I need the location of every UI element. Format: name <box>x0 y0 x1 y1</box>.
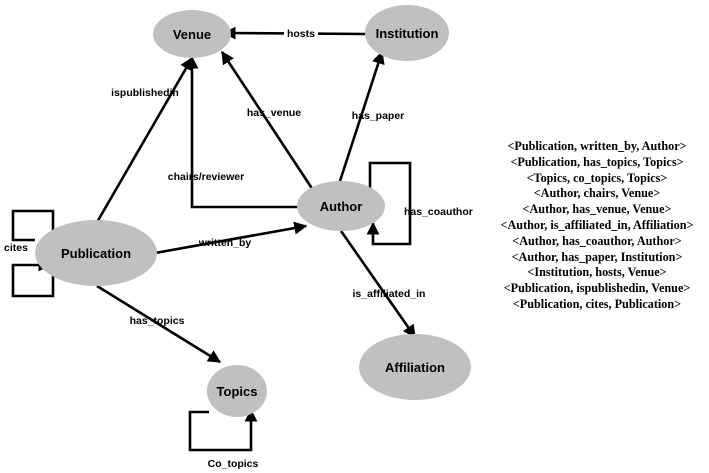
edge-has-paper <box>338 50 385 182</box>
triple-item: <Author, has_coauthor, Author> <box>512 233 682 248</box>
node-label-institution: Institution <box>376 26 439 41</box>
edge-label-has-coauthor: has_coauthor <box>404 206 473 218</box>
edge-label-has-venue: has_venue <box>247 107 301 119</box>
node-label-topics: Topics <box>217 384 258 399</box>
edge-label-ispublishedin: ispublishedin <box>111 87 179 99</box>
node-publication <box>35 220 157 286</box>
edge-co-topics-loop <box>188 408 258 452</box>
edge-label-hosts: hosts <box>287 28 315 40</box>
node-label-affiliation: Affiliation <box>385 360 445 375</box>
triple-item: <Publication, written_by, Author> <box>507 139 687 153</box>
edge-is-affiliated-in <box>339 230 417 339</box>
node-label-publication: Publication <box>61 246 131 261</box>
node-venue <box>153 10 231 58</box>
triple-list: <Publication, written_by, Author><Public… <box>478 139 709 313</box>
edge-has-venue <box>220 50 315 191</box>
triple-item: <Publication, ispublishedin, Venue> <box>503 281 691 296</box>
edge-label-written-by: written_by <box>198 237 252 249</box>
triple-item: <Author, chairs, Venue> <box>533 186 661 201</box>
node-affiliation <box>359 334 471 400</box>
node-author <box>297 181 385 231</box>
node-topics <box>207 365 267 417</box>
hosts-label-bg <box>284 26 318 41</box>
edge-written-by <box>154 221 308 255</box>
node-institution <box>365 5 449 61</box>
triple-item: <Publication, has_topics, Topics> <box>510 154 684 169</box>
triple-item: <Institution, hosts, Venue> <box>527 265 667 280</box>
edge-label-cites: cites <box>4 242 28 254</box>
triple-item: <Publication, cites, Publication> <box>512 296 682 311</box>
triple-item: <Author, has_paper, Institution> <box>511 249 683 264</box>
edge-label-co-topics: Co_topics <box>208 458 259 470</box>
node-label-author: Author <box>320 199 363 214</box>
edge-has-topics <box>96 284 222 364</box>
edge-has-coauthor-loop <box>366 161 412 246</box>
edge-label-chairs-reviewer: chairs/reviewer <box>168 171 244 183</box>
triple-item: <Topics, co_topics, Topics> <box>526 170 668 185</box>
edge-label-is-affiliated-in: is_affiliated_in <box>353 288 426 300</box>
edge-chairs-reviewer <box>185 55 300 209</box>
node-label-venue: Venue <box>173 27 211 42</box>
edge-ispublishedin <box>94 56 194 225</box>
triple-item: <Author, is_affiliated_in, Affiliation> <box>500 217 694 232</box>
edge-label-has-paper: has_paper <box>352 110 405 122</box>
edge-label-has-topics: has_topics <box>130 315 185 327</box>
triple-item: <Author, has_venue, Venue> <box>522 202 672 217</box>
